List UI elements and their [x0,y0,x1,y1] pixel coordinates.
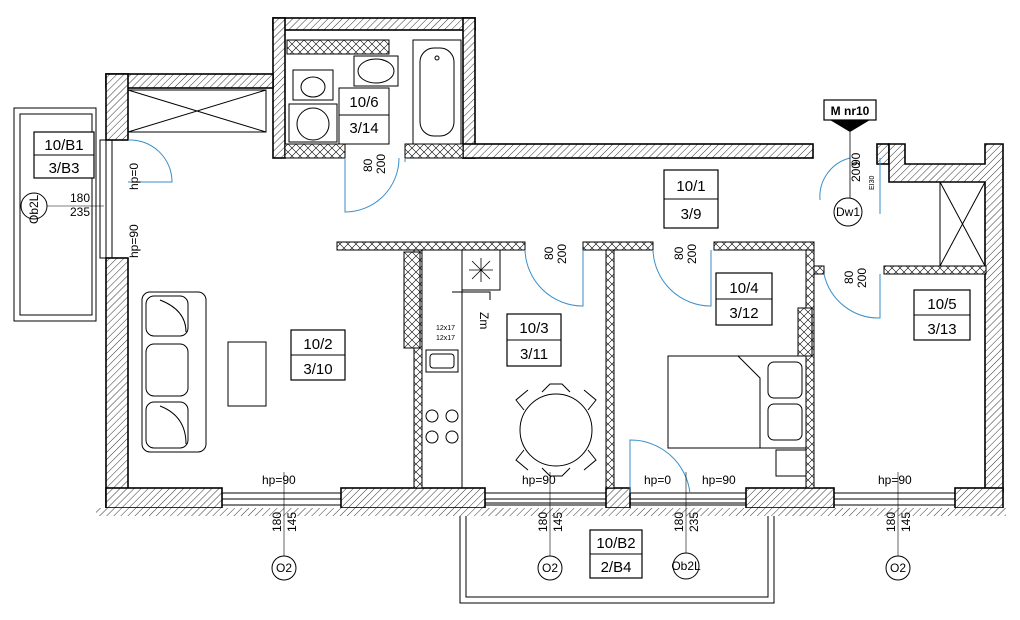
room-id-b2: 10/B2 [596,535,635,552]
doors [127,139,881,494]
door-h-room5: 200 [855,268,869,288]
win4-h: 180 [884,512,898,532]
kitchen-zm-label: Zm [477,312,491,329]
room-code-b2: 2/B4 [601,559,632,576]
door-w-room5: 80 [842,270,856,284]
win2-w: 145 [551,512,565,532]
sill-balcony-door: hp=0 [644,473,671,487]
sill-living: hp=90 [262,473,296,487]
bed [667,307,813,477]
exterior-walls [105,17,1004,509]
room-id-bedroom: 10/4 [729,280,758,297]
kitchen [403,249,501,489]
sill-labels: hp=90 hp=90 hp=0 hp=90 hp=90 hp=0 hp=90 [127,163,912,487]
win3-w: 235 [687,512,701,532]
balcony-b1: 10/B1 3/B3 [13,107,97,322]
door-h-bedroom: 200 [685,244,699,264]
room-id-living: 10/2 [303,336,332,353]
window-markers: 180 145 O2 180 145 O2 180 235 Ob2L 180 1… [20,191,913,581]
door-w-bath: 80 [361,158,375,172]
room-id-bathroom: 10/6 [349,94,378,111]
meter-marker: M nr10 Dw1 EI30 [823,99,877,227]
room-id-room5: 10/5 [927,296,956,313]
tile-label-2: 12x17 [436,335,455,342]
door-w-entry: 90 [849,152,863,166]
sill-bedroom: hp=90 [702,473,736,487]
win1-w: 145 [285,512,299,532]
windows [96,139,1006,516]
bathroom-fixtures [286,39,462,145]
win2-type: O2 [542,561,558,575]
win1-type: O2 [276,561,292,575]
win5-type: Ob2L [27,194,41,224]
win1-h: 180 [270,512,284,532]
room-code-hall: 3/9 [681,206,702,223]
coffee-table [227,341,267,407]
tile-label-1: 12x17 [436,325,455,332]
fire-rating: EI30 [869,175,876,190]
shafts [127,89,986,267]
door-w-kitchen: 80 [542,246,556,260]
room-code-room5: 3/13 [927,321,956,338]
room-code-bedroom: 3/12 [729,305,758,322]
sill-kitchen: hp=90 [522,473,556,487]
door-dimensions: 80 200 90 200 80 200 80 200 80 200 [361,152,869,288]
sofa [141,291,207,453]
meter-label: M nr10 [831,104,870,118]
room-code-living: 3/10 [303,361,332,378]
door-h-kitchen: 200 [555,244,569,264]
win5-h: 180 [70,191,90,205]
entry-door-code: Dw1 [836,205,860,219]
door-h-entry: 200 [849,162,863,182]
sill-b1-door: hp=0 [127,163,141,190]
dining-table [515,383,597,477]
win3-type: Ob2L [671,559,701,573]
win4-type: O2 [890,561,906,575]
win5-w: 235 [70,205,90,219]
room-code-b1: 3/B3 [49,160,80,177]
room-id-kitchen: 10/3 [519,320,548,337]
sill-left-window: hp=90 [127,224,141,258]
interior-walls [284,143,987,489]
room-code-bathroom: 3/14 [349,120,378,137]
balcony-b2: 10/B2 2/B4 [459,502,775,604]
door-w-bedroom: 80 [672,246,686,260]
sill-room5: hp=90 [878,473,912,487]
door-h-bath: 200 [374,154,388,174]
win2-h: 180 [536,512,550,532]
room-id-b1: 10/B1 [44,137,83,154]
room-labels: 10/1 3/9 10/2 3/10 10/3 3/11 10/4 3/12 1… [290,169,971,381]
win3-h: 180 [672,512,686,532]
room-code-kitchen: 3/11 [520,346,548,363]
win4-w: 145 [899,512,913,532]
room-id-hall: 10/1 [676,178,705,195]
